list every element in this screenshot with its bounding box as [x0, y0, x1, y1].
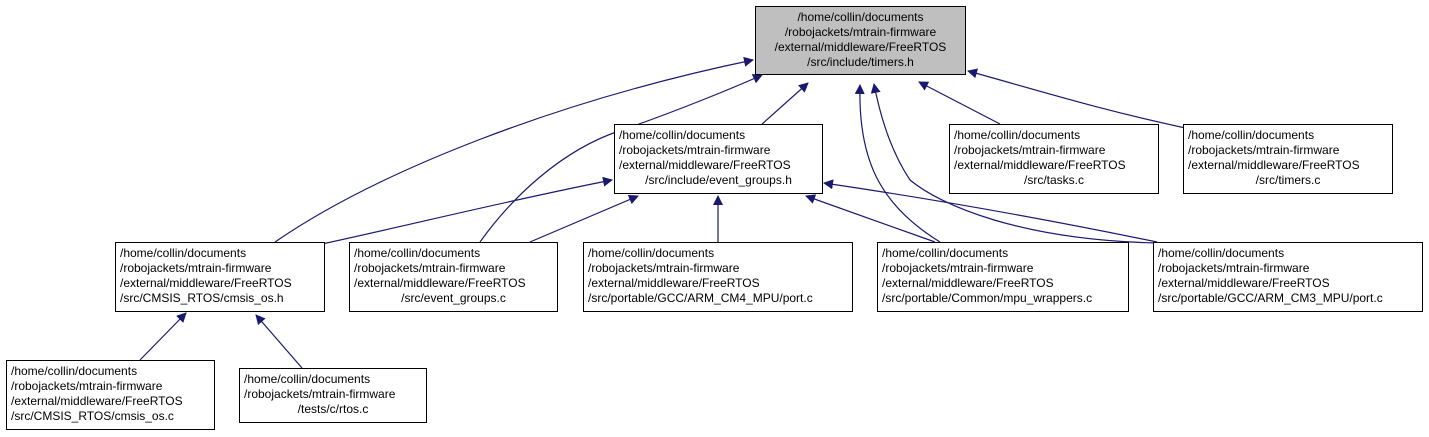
- node-mpu-wrappers-c[interactable]: /home/collin/documents /robojackets/mtra…: [877, 242, 1129, 312]
- edge-event-groups-h-to-timers-h: [761, 82, 809, 125]
- node-text-line: /src/CMSIS_RTOS/cmsis_os.c: [11, 409, 174, 423]
- node-text-line: /robojackets/mtrain-firmware: [11, 379, 163, 393]
- node-text-line: /external/middleware/FreeRTOS: [954, 158, 1126, 172]
- edge-cmsis-os-c-to-cmsis-os-h: [139, 312, 187, 361]
- node-text-line: /src/portable/GCC/ARM_CM4_MPU/port.c: [588, 291, 813, 305]
- node-timers-c[interactable]: /home/collin/documents /robojackets/mtra…: [1183, 124, 1393, 194]
- node-text-line: /external/middleware/FreeRTOS: [1158, 276, 1330, 290]
- node-text-line: /src/portable/GCC/ARM_CM3_MPU/port.c: [1158, 291, 1383, 305]
- node-text-line: /src/event_groups.c: [401, 291, 506, 305]
- node-text-line: /home/collin/documents: [354, 246, 481, 260]
- node-text-line: /external/middleware/FreeRTOS: [774, 40, 947, 54]
- node-text-line: /robojackets/mtrain-firmware: [882, 261, 1034, 275]
- edge-mpu-wrappers-c-to-event-groups-h: [805, 194, 936, 243]
- node-rtos-c[interactable]: /home/collin/documents /robojackets/mtra…: [239, 368, 427, 423]
- edge-event-groups-c-to-event-groups-h: [529, 194, 639, 243]
- node-cm3-port-c[interactable]: /home/collin/documents /robojackets/mtra…: [1153, 242, 1423, 312]
- node-text-line: /robojackets/mtrain-firmware: [954, 143, 1106, 157]
- node-text-line: /home/collin/documents: [11, 364, 138, 378]
- node-text-line: /home/collin/documents: [797, 10, 924, 24]
- node-text-line: /src/include/event_groups.h: [645, 173, 792, 187]
- edge-tasks-c-to-timers-h: [918, 81, 1001, 125]
- node-text-line: /home/collin/documents: [244, 372, 371, 386]
- node-text-line: /home/collin/documents: [588, 246, 715, 260]
- edge-mpu-wrappers-c-to-timers-h: [854, 84, 941, 243]
- node-text-line: /external/middleware/FreeRTOS: [882, 276, 1054, 290]
- node-event-groups-h[interactable]: /home/collin/documents /robojackets/mtra…: [614, 124, 823, 194]
- node-text-line: /external/middleware/FreeRTOS: [588, 276, 760, 290]
- node-text-line: /robojackets/mtrain-firmware: [354, 261, 506, 275]
- edge-cm3-port-c-to-event-groups-h: [823, 179, 1158, 243]
- node-text-line: /src/include/timers.h: [807, 55, 914, 69]
- node-text-line: /home/collin/documents: [619, 128, 746, 142]
- node-text-line: /src/timers.c: [1255, 173, 1321, 187]
- node-text-line: /src/CMSIS_RTOS/cmsis_os.h: [120, 291, 284, 305]
- node-text-line: /robojackets/mtrain-firmware: [1158, 261, 1310, 275]
- node-text-line: /external/middleware/FreeRTOS: [354, 276, 526, 290]
- node-text-line: /robojackets/mtrain-firmware: [588, 261, 740, 275]
- node-text-line: /src/portable/Common/mpu_wrappers.c: [882, 291, 1093, 305]
- node-event-groups-c[interactable]: /home/collin/documents /robojackets/mtra…: [349, 242, 558, 312]
- node-text-line: /robojackets/mtrain-firmware: [784, 25, 937, 39]
- node-text-line: /robojackets/mtrain-firmware: [244, 387, 396, 401]
- node-text-line: /home/collin/documents: [1188, 128, 1315, 142]
- node-text-line: /robojackets/mtrain-firmware: [120, 261, 272, 275]
- edge-cmsis-os-h-to-event-groups-h: [321, 176, 613, 245]
- node-text-line: /tests/c/rtos.c: [297, 402, 369, 416]
- node-text-line: /home/collin/documents: [1158, 246, 1285, 260]
- node-text-line: /src/tasks.c: [1023, 173, 1084, 187]
- node-text-line: /external/middleware/FreeRTOS: [120, 276, 292, 290]
- edge-rtos-c-to-cmsis-os-h: [255, 314, 303, 369]
- node-text-line: /home/collin/documents: [882, 246, 1009, 260]
- edge-timers-c-to-timers-h: [967, 68, 1191, 130]
- node-text-line: /robojackets/mtrain-firmware: [1188, 143, 1340, 157]
- node-cmsis-os-h[interactable]: /home/collin/documents /robojackets/mtra…: [115, 242, 325, 312]
- edge-cm3-port-c-to-timers-h: [870, 83, 1158, 244]
- edge-cmsis-os-h-to-timers-h: [274, 56, 754, 243]
- node-cm4-port-c[interactable]: /home/collin/documents /robojackets/mtra…: [583, 242, 853, 312]
- node-text-line: /external/middleware/FreeRTOS: [619, 158, 791, 172]
- node-text-line: /home/collin/documents: [120, 246, 247, 260]
- node-text-line: /external/middleware/FreeRTOS: [1188, 158, 1360, 172]
- node-cmsis-os-c[interactable]: /home/collin/documents /robojackets/mtra…: [6, 360, 215, 430]
- node-text-line: /home/collin/documents: [954, 128, 1081, 142]
- node-tasks-c[interactable]: /home/collin/documents /robojackets/mtra…: [949, 124, 1159, 194]
- node-text-line: /robojackets/mtrain-firmware: [619, 143, 771, 157]
- node-text-line: /external/middleware/FreeRTOS: [11, 394, 183, 408]
- node-timers-h: /home/collin/documents /robojackets/mtra…: [755, 6, 966, 75]
